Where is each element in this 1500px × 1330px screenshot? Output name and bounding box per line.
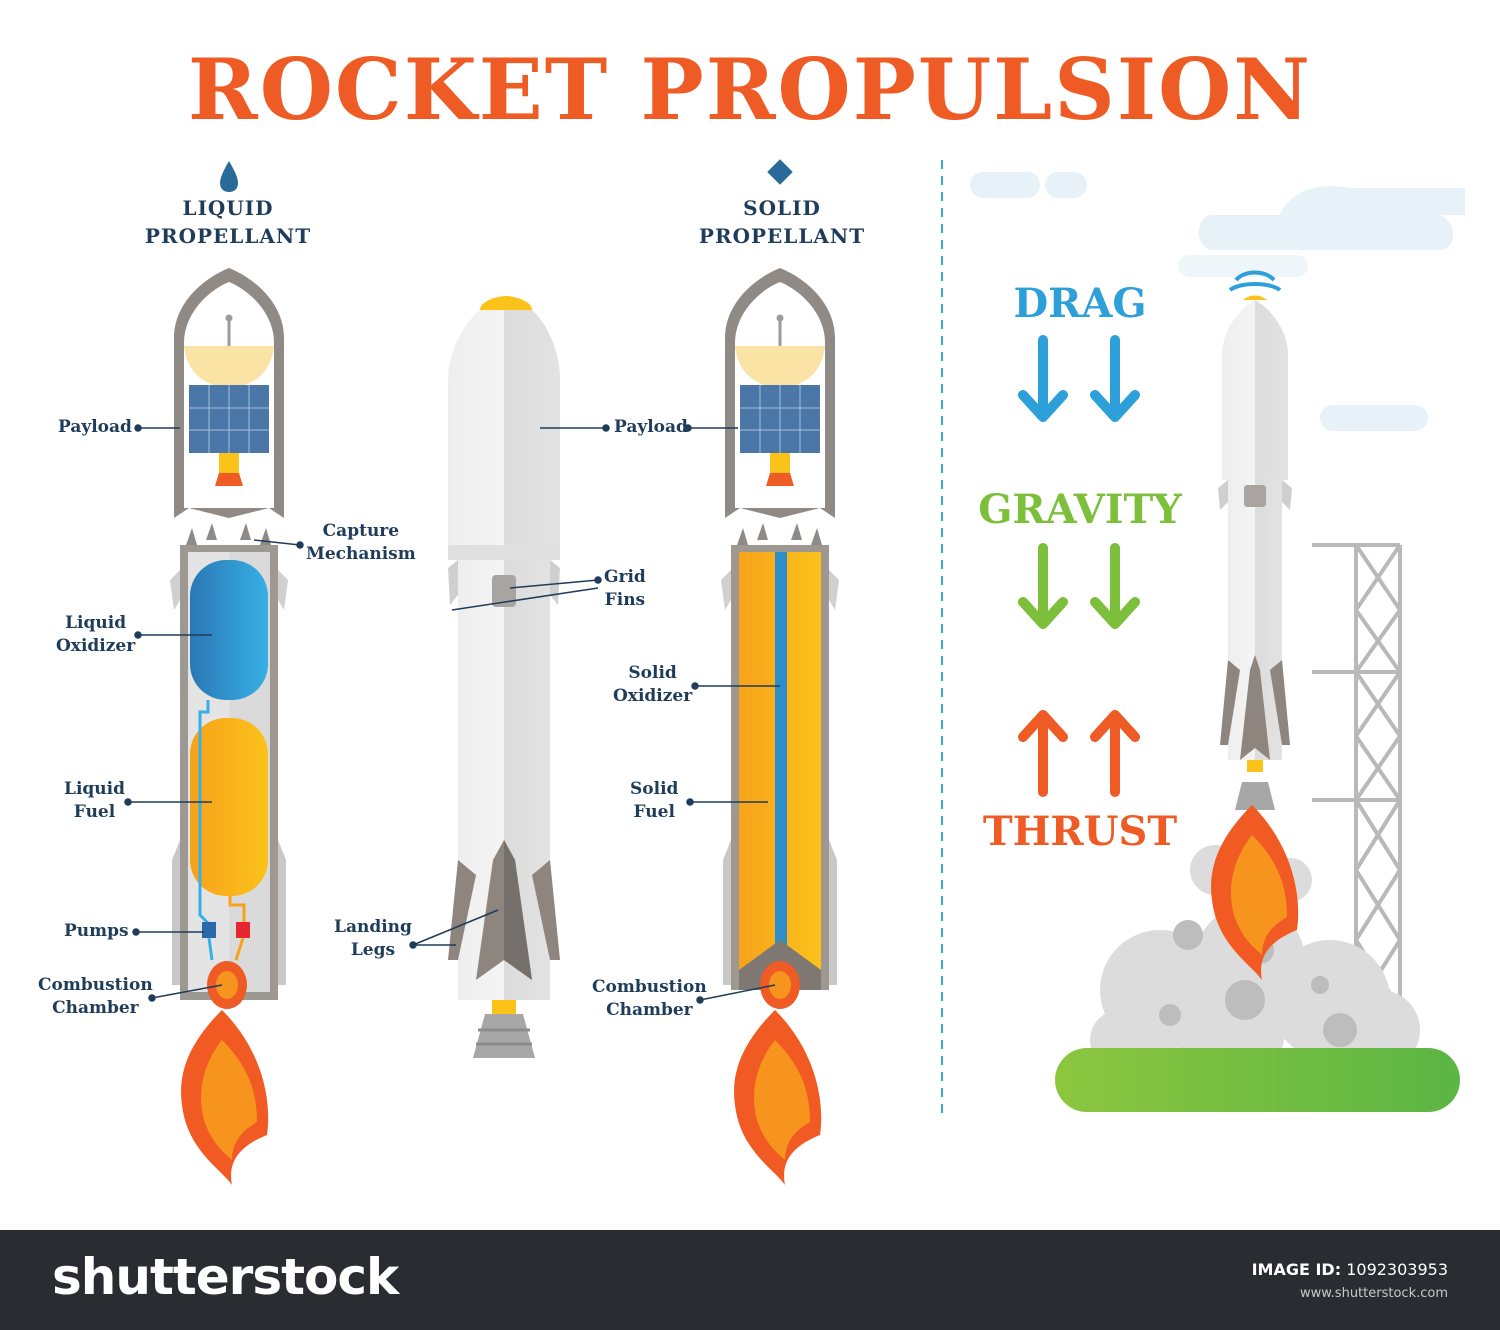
label-landing-legs: Landing Legs: [334, 916, 412, 962]
label-payload-left: Payload: [58, 417, 132, 437]
heading-line: SOLID: [743, 196, 821, 220]
footer-bar: shutterstock IMAGE ID: 1092303953 www.sh…: [0, 1230, 1500, 1330]
exterior-rocket: [448, 296, 560, 1058]
label-line: Landing: [334, 917, 412, 937]
label-line: Combustion: [38, 975, 153, 995]
brand-logo[interactable]: shutterstock: [52, 1248, 399, 1306]
label-line: Oxidizer: [56, 636, 136, 656]
liquid-rocket: [170, 266, 288, 1185]
label-pumps: Pumps: [64, 921, 129, 941]
label-solid-fuel: Solid Fuel: [630, 778, 678, 824]
label-line: Legs: [350, 940, 396, 960]
site-url[interactable]: www.shutterstock.com: [1299, 1286, 1448, 1301]
label-line: Liquid: [65, 613, 127, 633]
label-line: Grid: [604, 567, 646, 587]
label-line: Mechanism: [306, 544, 416, 564]
label-line: Solid: [630, 779, 679, 799]
label-line: Fuel: [633, 802, 675, 822]
page-title: ROCKET PROPULSION: [187, 40, 1313, 139]
label-line: Chamber: [606, 1000, 693, 1020]
heading-line: LIQUID: [182, 196, 274, 220]
image-id: IMAGE ID: 1092303953: [1252, 1260, 1448, 1279]
label-payload-right: Payload: [614, 417, 688, 437]
diagram-artwork: [124, 159, 1465, 1185]
label-liquid-oxidizer: Liquid Oxidizer: [56, 612, 135, 658]
force-drag: DRAG: [1013, 280, 1147, 327]
liquid-propellant-heading: LIQUID PROPELLANT: [98, 194, 358, 250]
image-id-value: 1092303953: [1346, 1260, 1448, 1279]
force-gravity: GRAVITY: [978, 486, 1182, 533]
label-grid-fins: Grid Fins: [604, 566, 646, 612]
label-line: Solid: [628, 663, 677, 683]
image-id-label: IMAGE ID:: [1251, 1260, 1342, 1279]
label-line: Liquid: [64, 779, 126, 799]
label-solid-oxidizer: Solid Oxidizer: [613, 662, 692, 708]
force-thrust: THRUST: [982, 808, 1178, 855]
label-line: Fins: [604, 590, 646, 610]
solid-propellant-heading: SOLID PROPELLANT: [652, 194, 912, 250]
heading-line: PROPELLANT: [144, 224, 312, 248]
label-line: Oxidizer: [613, 686, 693, 706]
label-line: Fuel: [73, 802, 116, 822]
launching-rocket: [1211, 270, 1299, 980]
heading-line: PROPELLANT: [698, 224, 866, 248]
label-combustion-chamber-left: Combustion Chamber: [38, 974, 153, 1020]
label-combustion-chamber-right: Combustion Chamber: [592, 976, 707, 1022]
label-capture-mechanism: Capture Mechanism: [306, 520, 416, 566]
label-line: Combustion: [592, 977, 707, 997]
solid-rocket: [721, 266, 839, 1185]
label-line: Chamber: [52, 998, 139, 1018]
label-line: Capture: [322, 521, 400, 541]
label-liquid-fuel: Liquid Fuel: [64, 778, 125, 824]
